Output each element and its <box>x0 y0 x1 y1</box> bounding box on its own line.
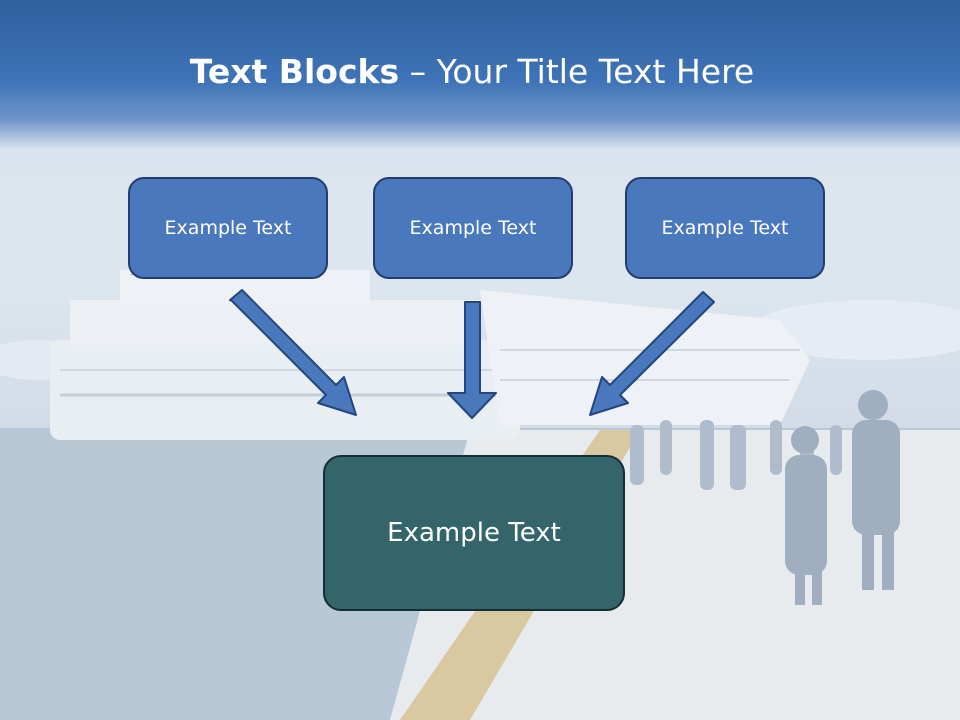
slide-title-rest: Your Title Text Here <box>436 52 755 91</box>
slide-title-dash: – <box>399 52 437 91</box>
text-block-main[interactable]: Example Text <box>323 455 625 611</box>
text-block-center[interactable]: Example Text <box>373 177 573 279</box>
text-block-right[interactable]: Example Text <box>625 177 825 279</box>
text-block-left[interactable]: Example Text <box>128 177 328 279</box>
arrow-down-icon <box>447 301 497 419</box>
arrow-down-right-icon <box>229 289 357 416</box>
slide-title-bold: Text Blocks <box>189 52 400 91</box>
slide-title: Text Blocks – Your Title Text Here <box>0 52 944 91</box>
arrow-down-left-icon <box>589 291 715 416</box>
title-bar <box>0 0 960 150</box>
